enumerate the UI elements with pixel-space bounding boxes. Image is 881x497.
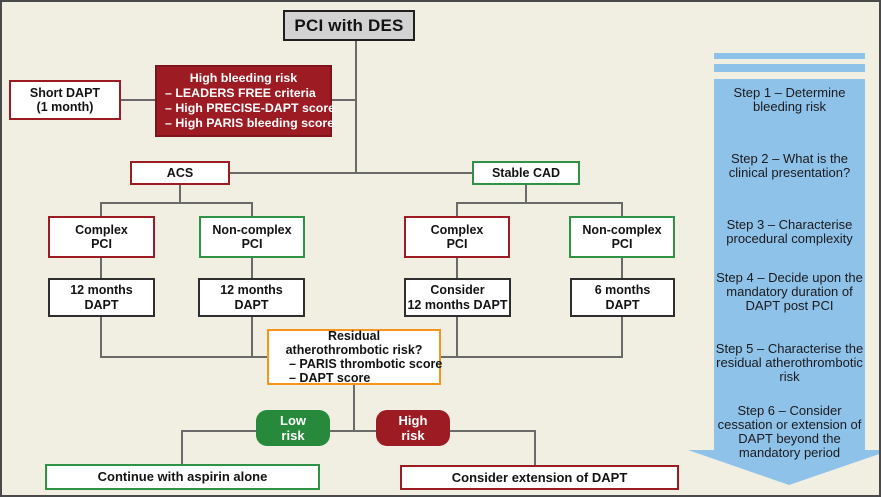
node-low-risk: Low risk xyxy=(256,410,330,446)
node-acs: ACS xyxy=(130,161,230,185)
node-continue-aspirin-label: Continue with aspirin alone xyxy=(97,469,268,485)
node-stable-cad: Stable CAD xyxy=(472,161,580,185)
node-pci-with-des-label: PCI with DES xyxy=(294,15,404,35)
node-complex-pci-cad-line2: PCI xyxy=(446,237,468,251)
node-residual-risk-bullet2: – DAPT score xyxy=(289,371,371,385)
node-6-months-dapt-line2: DAPT xyxy=(605,297,640,312)
node-12-months-dapt-2-line2: DAPT xyxy=(234,297,269,312)
connector-acs-branch xyxy=(100,202,253,204)
node-noncomplex-pci-cad: Non-complex PCI xyxy=(569,216,675,258)
node-high-bleeding-risk-bullet3: – High PARIS bleeding score xyxy=(165,116,335,131)
connector-cad-branch xyxy=(456,202,623,204)
node-noncomplex-pci-cad-line1: Non-complex xyxy=(582,222,662,237)
step-arrow-stripe-2 xyxy=(714,64,865,72)
node-residual-risk-bullet1: – PARIS thrombotic score xyxy=(289,357,443,371)
connector-pci-dapt-4 xyxy=(621,256,623,280)
node-high-bleeding-risk-bullet2: – High PRECISE-DAPT score xyxy=(165,101,336,115)
connector-dapt-down-3 xyxy=(456,315,458,358)
node-low-risk-line2: risk xyxy=(281,428,305,443)
node-consider-extension-label: Consider extension of DAPT xyxy=(451,469,628,485)
step-arrow-body xyxy=(688,79,879,485)
connector-risk-row xyxy=(181,430,536,432)
node-high-risk: High risk xyxy=(376,410,450,446)
node-low-risk-line1: Low xyxy=(280,412,306,428)
node-12-months-dapt-2: 12 months DAPT xyxy=(198,278,305,317)
node-consider-extension: Consider extension of DAPT xyxy=(400,465,679,490)
connector-acs-cad xyxy=(230,172,472,174)
node-complex-pci-cad: Complex PCI xyxy=(404,216,510,258)
node-12-months-dapt-1: 12 months DAPT xyxy=(48,278,155,317)
node-acs-label: ACS xyxy=(166,165,194,180)
node-consider-12-months-dapt-line1: Consider xyxy=(430,283,485,297)
connector-residual-right xyxy=(439,356,623,358)
node-continue-aspirin: Continue with aspirin alone xyxy=(45,464,320,490)
step-2-label: Step 2 – What is the clinical presentati… xyxy=(728,151,851,180)
connector-branch-stub-2 xyxy=(251,202,253,218)
connector-residual-left xyxy=(100,356,269,358)
node-high-bleeding-risk-title: High bleeding risk xyxy=(189,70,298,85)
node-complex-pci-acs: Complex PCI xyxy=(48,216,155,258)
node-noncomplex-pci-acs-line1: Non-complex xyxy=(212,222,292,237)
connector-highrisk-riser xyxy=(534,430,536,466)
connector-branch-stub-3 xyxy=(456,202,458,218)
node-6-months-dapt-line1: 6 months xyxy=(594,283,651,297)
connector-pci-dapt-1 xyxy=(100,256,102,280)
node-complex-pci-acs-line2: PCI xyxy=(91,237,112,251)
node-noncomplex-pci-cad-line2: PCI xyxy=(611,237,633,251)
step-3-label: Step 3 – Characterise procedural complex… xyxy=(726,217,853,246)
connector-pci-dapt-3 xyxy=(456,256,458,280)
node-short-dapt-line1: Short DAPT xyxy=(29,85,101,100)
connector-shortdapt-to-hbr xyxy=(121,99,155,101)
node-high-risk-line1: High xyxy=(398,412,428,428)
node-stable-cad-label: Stable CAD xyxy=(491,165,561,180)
connector-dapt-down-1 xyxy=(100,315,102,358)
node-residual-risk-title1: Residual xyxy=(327,329,381,343)
step-arrow-stripe-1 xyxy=(714,53,865,59)
connector-dapt-down-4 xyxy=(621,315,623,358)
connector-main-vertical xyxy=(355,40,357,173)
connector-branch-stub-4 xyxy=(621,202,623,218)
node-noncomplex-pci-acs-line2: PCI xyxy=(241,237,263,251)
step-4-label: Step 4 – Decide upon the mandatory durat… xyxy=(716,270,863,313)
connector-dapt-down-2 xyxy=(251,315,253,358)
node-6-months-dapt: 6 months DAPT xyxy=(570,278,675,317)
node-residual-risk: Residual atherothrombotic risk? – PARIS … xyxy=(267,329,443,385)
node-12-months-dapt-2-line1: 12 months xyxy=(220,283,283,297)
node-high-risk-line2: risk xyxy=(401,428,425,443)
connector-acs-stub xyxy=(179,184,181,204)
node-high-bleeding-risk-bullet1: – LEADERS FREE criteria xyxy=(165,85,316,100)
connector-branch-stub-1 xyxy=(100,202,102,218)
node-consider-12-months-dapt: Consider 12 months DAPT xyxy=(404,278,511,317)
step-6-label: Step 6 – Consider cessation or extension… xyxy=(717,403,862,460)
node-12-months-dapt-1-line2: DAPT xyxy=(84,297,119,312)
connector-cad-stub xyxy=(525,184,527,204)
connector-hbr-to-main xyxy=(332,99,355,101)
node-short-dapt-line2: (1 month) xyxy=(36,100,94,114)
node-consider-12-months-dapt-line2: 12 months DAPT xyxy=(407,297,508,312)
node-noncomplex-pci-acs: Non-complex PCI xyxy=(199,216,305,258)
node-complex-pci-cad-line1: Complex xyxy=(430,222,484,237)
connector-lowrisk-riser xyxy=(181,430,183,465)
node-complex-pci-acs-line1: Complex xyxy=(75,222,128,237)
connector-residual-down xyxy=(353,383,355,432)
step-1-label: Step 1 – Determine bleeding risk xyxy=(733,85,846,114)
node-pci-with-des: PCI with DES xyxy=(283,10,415,41)
node-12-months-dapt-1-line1: 12 months xyxy=(70,283,133,297)
node-residual-risk-title2: atherothrombotic risk? xyxy=(285,343,423,357)
connector-pci-dapt-2 xyxy=(251,256,253,280)
node-high-bleeding-risk: High bleeding risk – LEADERS FREE criter… xyxy=(155,65,336,137)
step-5-label: Step 5 – Characterise the residual ather… xyxy=(715,341,864,384)
node-short-dapt: Short DAPT (1 month) xyxy=(9,80,121,120)
